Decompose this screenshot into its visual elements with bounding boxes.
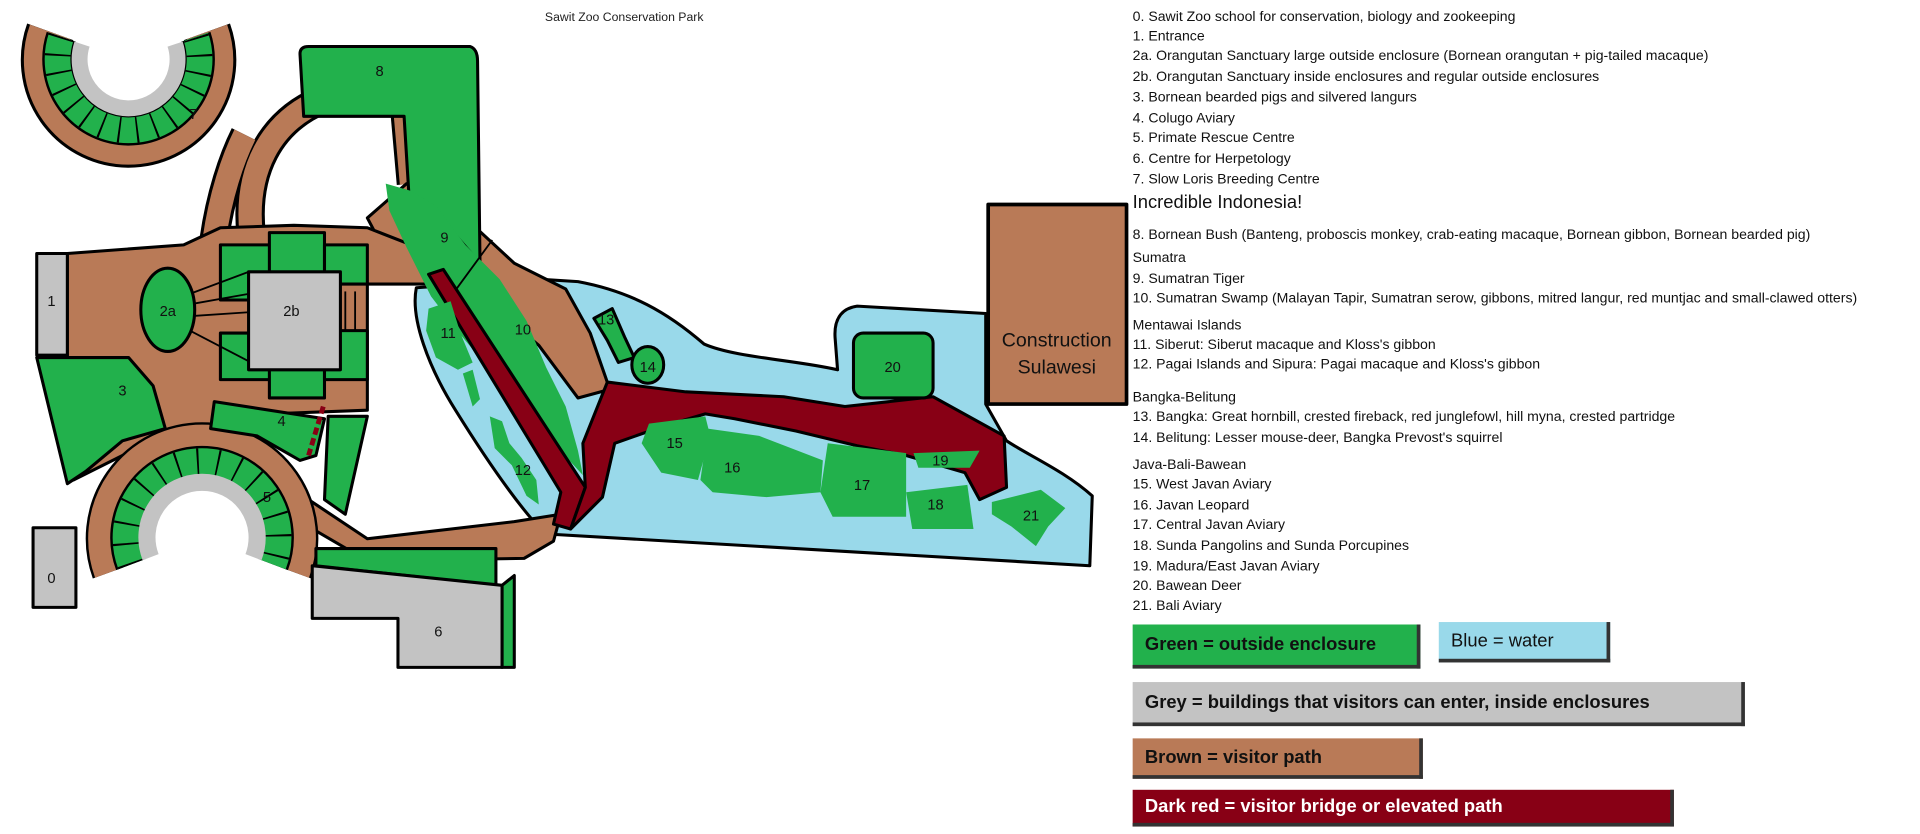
key-region-heading: Sumatra bbox=[1132, 251, 1186, 266]
key-item: 1. Entrance bbox=[1132, 29, 1205, 45]
label-20: 20 bbox=[884, 360, 900, 376]
label-8: 8 bbox=[376, 64, 384, 80]
key-item: 14. Belitung: Lesser mouse-deer, Bangka … bbox=[1132, 431, 1503, 446]
island-11 bbox=[426, 301, 473, 370]
map-title: Sawit Zoo Conservation Park bbox=[544, 11, 704, 25]
label-21: 21 bbox=[1023, 508, 1039, 524]
key-heading: Incredible Indonesia! bbox=[1132, 192, 1303, 214]
key-item: 20. Bawean Deer bbox=[1132, 579, 1242, 594]
legend-brown: Brown = visitor path bbox=[1132, 738, 1423, 779]
enclosure-19 bbox=[913, 450, 980, 468]
key-item: 0. Sawit Zoo school for conservation, bi… bbox=[1132, 9, 1516, 25]
key-item: 18. Sunda Pangolins and Sunda Porcupines bbox=[1132, 538, 1410, 554]
label-2b: 2b bbox=[283, 304, 299, 320]
enclosure-2a bbox=[139, 266, 197, 353]
zoo-map: 0 1 2a 2b 3 4 5 6 7 8 9 10 11 12 13 14 1… bbox=[20, 23, 1129, 669]
key-item: 17. Central Javan Aviary bbox=[1132, 517, 1286, 533]
label-7: 7 bbox=[189, 107, 197, 123]
key-item: 2b. Orangutan Sanctuary inside enclosure… bbox=[1132, 69, 1600, 85]
key-item: 11. Siberut: Siberut macaque and Kloss's… bbox=[1132, 337, 1436, 353]
key-item: 8. Bornean Bush (Banteng, proboscis monk… bbox=[1132, 227, 1811, 243]
key-region-heading: Java-Bali-Bawean bbox=[1132, 457, 1247, 473]
key-item: 19. Madura/East Javan Aviary bbox=[1132, 559, 1320, 575]
key-item: 21. Bali Aviary bbox=[1132, 598, 1222, 614]
enclosure-21 bbox=[991, 489, 1066, 547]
enclosure-9-10 bbox=[385, 183, 583, 476]
enclosure-17 bbox=[820, 443, 907, 517]
label-9: 9 bbox=[440, 230, 448, 246]
label-2a: 2a bbox=[160, 304, 177, 320]
key-region-heading: Mentawai Islands bbox=[1132, 318, 1242, 334]
building-6 bbox=[310, 564, 504, 669]
bridge-main bbox=[569, 380, 1009, 531]
building-5 bbox=[138, 473, 266, 561]
enclosure-4 bbox=[209, 400, 327, 462]
key-item: 12. Pagai Islands and Sipura: Pagai maca… bbox=[1132, 357, 1541, 373]
label-5: 5 bbox=[263, 490, 271, 506]
key-item: 5. Primate Rescue Centre bbox=[1132, 131, 1295, 146]
label-0: 0 bbox=[47, 571, 55, 587]
label-6: 6 bbox=[434, 625, 442, 641]
legend-blue: Blue = water bbox=[1438, 622, 1611, 663]
key-item: 13. Bangka: Great hornbill, crested fire… bbox=[1132, 410, 1676, 425]
key-item: 7. Slow Loris Breeding Centre bbox=[1132, 172, 1320, 188]
key-item: 3. Bornean bearded pigs and silvered lan… bbox=[1132, 90, 1417, 106]
label-11: 11 bbox=[441, 326, 456, 342]
enclosure-18 bbox=[906, 484, 974, 529]
label-1: 1 bbox=[47, 294, 55, 310]
building-7 bbox=[71, 41, 186, 117]
label-15: 15 bbox=[667, 436, 683, 452]
path-to-6 bbox=[292, 488, 563, 563]
key-region-heading: Bangka-Belitung bbox=[1132, 390, 1237, 406]
enclosure-4-side bbox=[322, 414, 369, 516]
key-item: 4. Colugo Aviary bbox=[1132, 111, 1235, 127]
label-17: 17 bbox=[854, 478, 870, 494]
label-14: 14 bbox=[640, 360, 656, 376]
enclosure-3 bbox=[35, 356, 167, 486]
key-item: 15. West Javan Aviary bbox=[1132, 477, 1272, 493]
key-item: 6. Centre for Herpetology bbox=[1132, 151, 1291, 167]
construction-label-line1: Construction bbox=[1002, 330, 1112, 352]
label-4: 4 bbox=[278, 414, 286, 430]
legend-dark-red: Dark red = visitor bridge or elevated pa… bbox=[1132, 789, 1674, 827]
label-16: 16 bbox=[724, 461, 740, 477]
building-1-entrance bbox=[35, 251, 69, 357]
construction-sulawesi-area bbox=[986, 202, 1129, 406]
key-item: 9. Sumatran Tiger bbox=[1132, 271, 1245, 287]
key-item: 2a. Orangutan Sanctuary large outside en… bbox=[1132, 48, 1709, 64]
legend-grey: Grey = buildings that visitors can enter… bbox=[1132, 682, 1745, 727]
construction-label-line2: Sulawesi bbox=[1018, 356, 1096, 378]
label-12: 12 bbox=[515, 463, 531, 479]
enclosure-16 bbox=[700, 428, 823, 498]
enclosure-15 bbox=[641, 416, 711, 481]
label-18: 18 bbox=[927, 497, 943, 513]
label-10: 10 bbox=[515, 322, 531, 338]
label-19: 19 bbox=[932, 453, 948, 469]
enclosure-20 bbox=[851, 331, 935, 400]
key-item: 10. Sumatran Swamp (Malayan Tapir, Sumat… bbox=[1132, 291, 1858, 307]
bridge-4 bbox=[306, 405, 326, 457]
key-item: 16. Javan Leopard bbox=[1132, 498, 1250, 514]
legend-green: Green = outside enclosure bbox=[1132, 624, 1421, 669]
divider-9-10 bbox=[454, 239, 493, 291]
connector-tunnels bbox=[189, 270, 357, 363]
label-13: 13 bbox=[598, 312, 614, 328]
island-12 bbox=[462, 369, 539, 505]
island-14 bbox=[630, 345, 666, 385]
label-3: 3 bbox=[118, 384, 126, 400]
building-0-school bbox=[31, 526, 78, 609]
building-2b bbox=[247, 270, 342, 372]
